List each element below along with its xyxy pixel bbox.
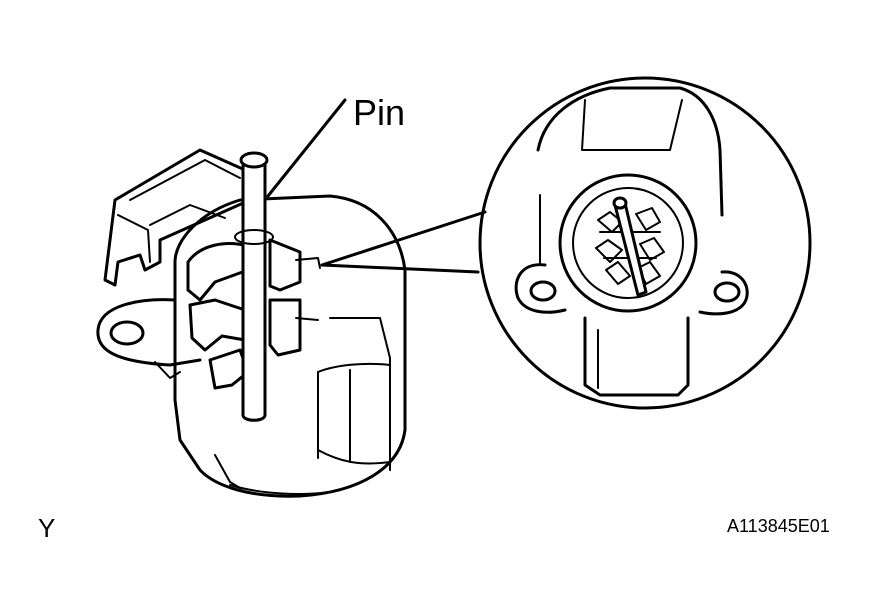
- inserted-pin: [234, 151, 274, 422]
- connector-housing: [103, 148, 252, 287]
- terminal-clips: [186, 238, 321, 390]
- actuator-body: [173, 194, 407, 498]
- pin-leader-line: [266, 98, 347, 198]
- pin-label: Pin: [353, 92, 406, 133]
- magnified-view: [478, 76, 812, 410]
- figure-id-label: A113845E01: [727, 516, 830, 536]
- mounting-flange: [96, 298, 202, 379]
- magnifier-pointer: [320, 210, 487, 274]
- view-label: Y: [38, 513, 56, 543]
